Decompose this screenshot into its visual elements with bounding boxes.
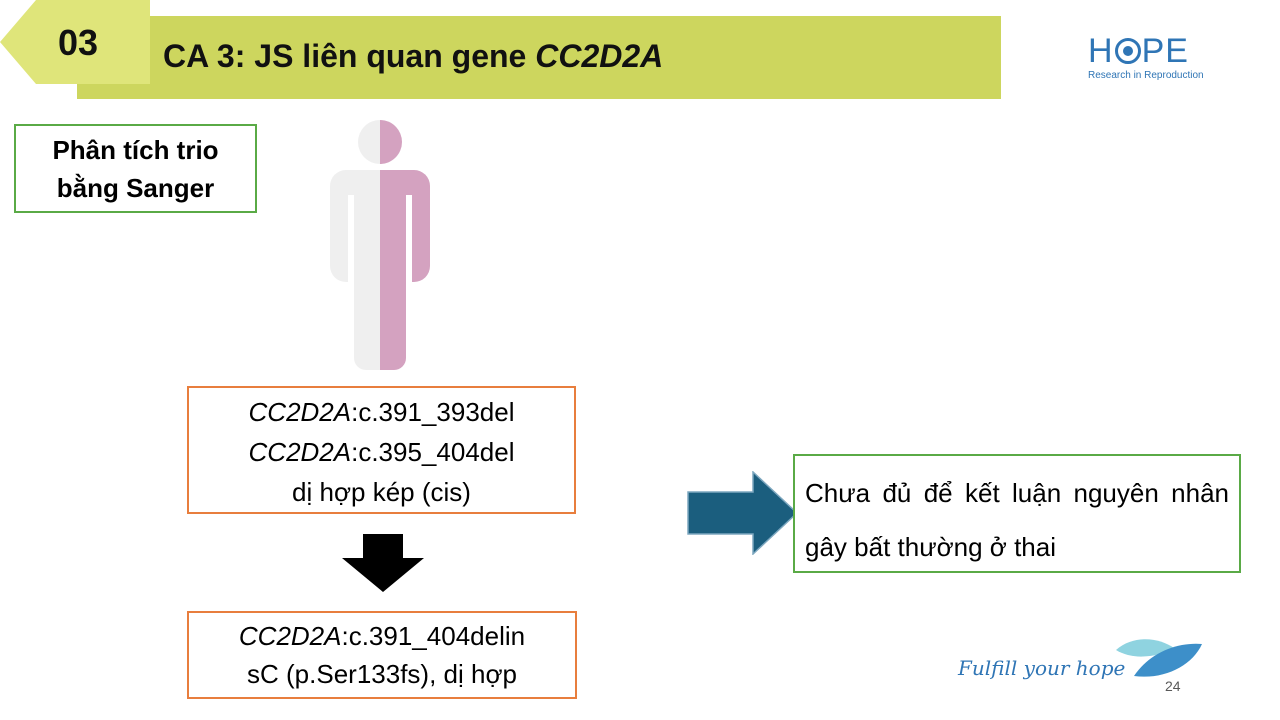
logo-letter-e: E [1165,32,1189,70]
logo-letter-h: H [1088,32,1114,70]
variant-hgvs-1: :c.391_393del [351,397,515,427]
result-gene: CC2D2A [238,621,342,651]
down-arrow-icon [342,534,424,592]
title-gene: CC2D2A [535,38,664,74]
result-line-1: CC2D2A:c.391_404delin [189,617,575,655]
method-box: Phân tích trio bằng Sanger [14,124,257,213]
title-prefix: CA 3: JS liên quan gene [163,38,536,74]
method-line-1: Phân tích trio [52,134,219,165]
title-bar [77,16,1001,99]
result-line-2: sC (p.Ser133fs), dị hợp [247,659,517,689]
right-arrow-icon [687,471,799,555]
footer-tagline: Fulfill your hope [958,656,1126,680]
result-box: CC2D2A:c.391_404delin sC (p.Ser133fs), d… [187,611,577,699]
variant-box: CC2D2A:c.391_393del CC2D2A:c.395_404del … [187,386,576,514]
number-tab-overlay [36,0,150,84]
method-line-2: bằng Sanger [56,172,215,203]
variant-line-3: dị hợp kép (cis) [292,477,471,507]
person-icon [330,120,430,370]
leaf-logo-icon [1116,639,1202,677]
variant-line-2: CC2D2A:c.395_404del [189,432,574,472]
page-number: 24 [1165,678,1181,694]
variant-hgvs-2: :c.395_404del [351,437,515,467]
variant-line-1: CC2D2A:c.391_393del [189,392,574,432]
section-number: 03 [58,22,99,63]
variant-gene-2: CC2D2A [248,437,352,467]
logo-tagline: Research in Reproduction [1088,70,1204,81]
variant-gene-1: CC2D2A [248,397,352,427]
result-hgvs: :c.391_404delin [341,621,526,651]
logo-letter-p: P [1141,32,1166,70]
eye-icon [1114,38,1141,64]
page-title: CA 3: JS liên quan gene CC2D2A [163,38,663,75]
conclusion-box: Chưa đủ để kết luận nguyên nhân gây bất … [793,454,1241,573]
